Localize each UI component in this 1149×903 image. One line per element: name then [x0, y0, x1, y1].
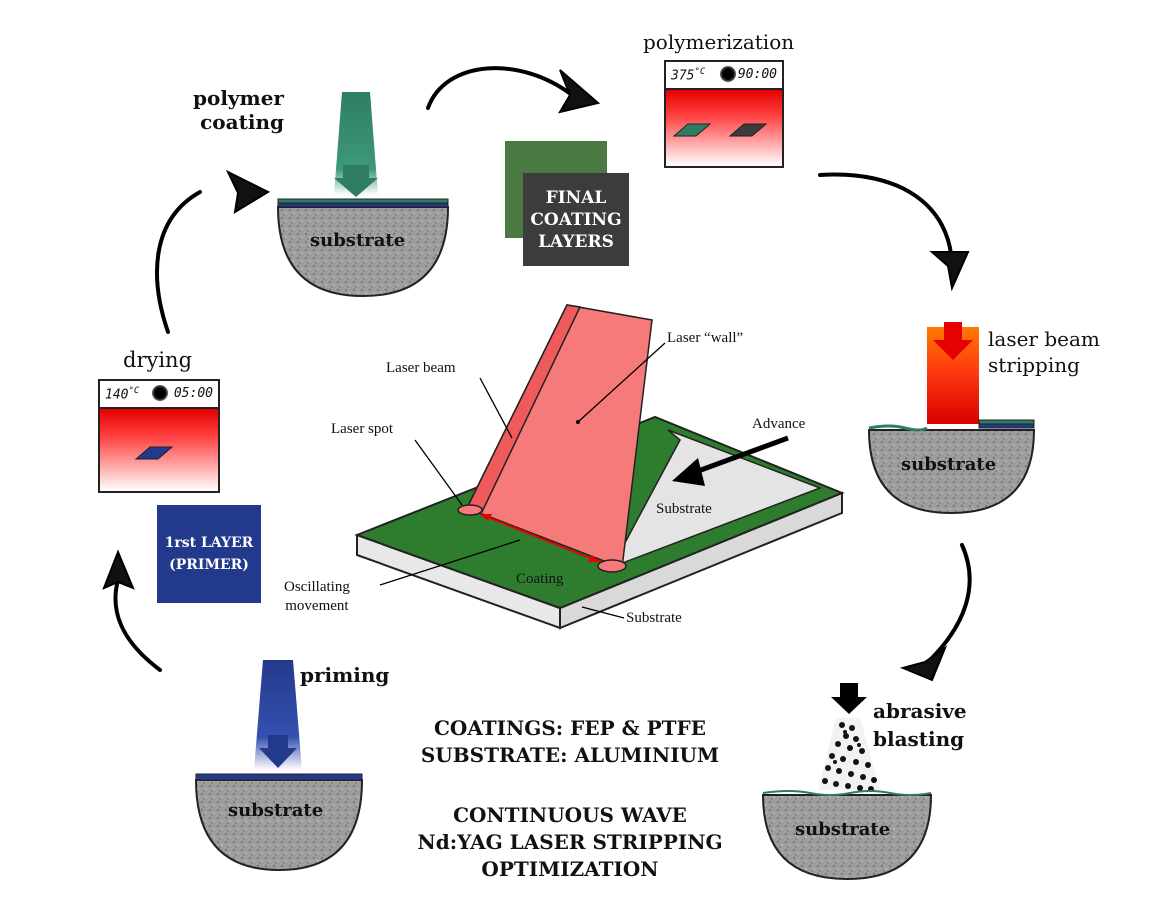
- blast-grit: [822, 722, 877, 792]
- arrow-coating-to-polymerization: [426, 66, 574, 110]
- primer-label: 1rst LAYER (PRIMER): [164, 535, 254, 573]
- blast-stream: [818, 718, 880, 790]
- oven-temperature: 375: [671, 68, 695, 84]
- primer-spray-beam: [254, 660, 302, 770]
- oven-timer: 05:00: [173, 386, 213, 401]
- cycle-arrows: [113, 66, 972, 672]
- blast-down-arrow: [831, 683, 867, 714]
- laser-wall: [457, 304, 653, 573]
- oven-chamber: [100, 409, 218, 491]
- oven-chamber: [666, 90, 782, 166]
- substrate-top-label: Substrate: [656, 501, 712, 517]
- polymerization-oven: 375°C 90:00: [664, 60, 784, 168]
- abrasive-blasting-bowl: [761, 683, 933, 881]
- polymer-coating-bowl: [276, 92, 450, 298]
- laser-beam-label: Laser beam: [386, 360, 456, 376]
- laser-spot-label: Laser spot: [331, 421, 394, 437]
- oscillation-line: [479, 513, 601, 563]
- polymerization-label: polymerization: [643, 30, 795, 54]
- priming-label: priming: [300, 663, 390, 687]
- substrate-label-stripping: substrate: [901, 454, 997, 475]
- arrow-stripping-to-blasting: [928, 543, 972, 662]
- drying-oven: 140°C 05:00: [98, 379, 220, 493]
- abrasive-blasting-label: abrasive blasting: [873, 699, 967, 751]
- coating-down-arrow: [334, 165, 378, 197]
- primer-down-arrow: [259, 735, 297, 768]
- advance-arrow-shaft: [689, 435, 789, 477]
- drying-label: drying: [123, 348, 193, 372]
- oven-temperature-unit: °C: [694, 67, 706, 77]
- advance-label: Advance: [752, 416, 806, 432]
- laser-stripping-bowl: [867, 322, 1036, 515]
- summary-substrate: SUBSTRATE: ALUMINIUM: [420, 743, 720, 767]
- arrow-priming-to-primer: [113, 578, 162, 672]
- summary-optimization: OPTIMIZATION: [481, 857, 659, 881]
- stripped-substrate: [610, 429, 823, 569]
- oven-knob-icon: [152, 385, 168, 401]
- substrate-label-priming: substrate: [228, 800, 324, 821]
- advance-arrowhead: [672, 458, 705, 486]
- final-coating-label: FINAL COATING LAYERS: [530, 187, 622, 252]
- oven-control-panel: 375°C 90:00: [666, 62, 782, 90]
- coating-label: Coating: [516, 571, 564, 587]
- oven-knob-icon: [720, 66, 736, 82]
- primer-box: 1rst LAYER (PRIMER): [157, 505, 261, 603]
- oscillating-label: Oscillating movement: [284, 579, 350, 614]
- arrow-polymerization-to-stripping: [818, 172, 954, 267]
- laser-wall-label: Laser “wall”: [667, 330, 744, 346]
- oven-temperature: 140: [105, 387, 129, 403]
- priming-bowl: [194, 660, 364, 872]
- cycle-arrowheads: [102, 69, 970, 682]
- substrate-label-blasting: substrate: [795, 819, 891, 840]
- substrate-label-coating: substrate: [310, 230, 406, 251]
- summary-coatings: COATINGS: FEP & PTFE: [434, 716, 706, 740]
- laser-stripping-label: laser beam stripping: [988, 327, 1100, 377]
- arrow-drying-to-coating: [155, 190, 202, 334]
- oven-temperature-unit: °C: [128, 386, 140, 396]
- final-coating-box: FINAL COATING LAYERS: [523, 173, 629, 266]
- oven-control-panel: 140°C 05:00: [100, 381, 218, 409]
- summary-laser-stripping: Nd:YAG LASER STRIPPING: [417, 830, 723, 854]
- polymer-coating-label: polymer coating: [193, 86, 284, 134]
- laser-down-arrow: [933, 322, 973, 360]
- summary-block-1: COATINGS: FEP & PTFE SUBSTRATE: ALUMINIU…: [400, 715, 740, 769]
- oven-timer: 90:00: [737, 67, 777, 82]
- laser-spot-start: [457, 504, 483, 516]
- laser-spot-end: [597, 559, 627, 573]
- substrate-side-label: Substrate: [626, 610, 682, 626]
- leader-lines: [379, 342, 666, 619]
- summary-continuous-wave: CONTINUOUS WAVE: [453, 803, 687, 827]
- summary-block-2: CONTINUOUS WAVE Nd:YAG LASER STRIPPING O…: [390, 802, 750, 883]
